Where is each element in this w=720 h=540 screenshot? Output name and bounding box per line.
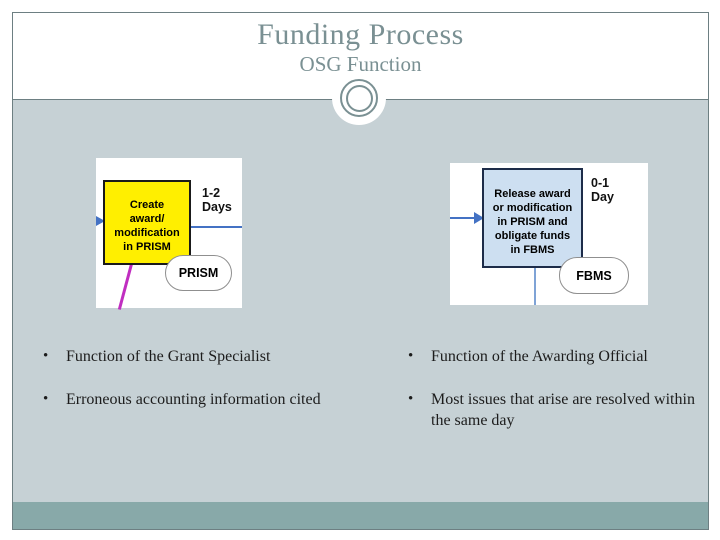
footer-band (13, 502, 708, 529)
slide-frame: Funding Process OSG Function Create awar… (12, 12, 709, 530)
bullet-icon: • (43, 348, 49, 364)
left-magenta-connector (117, 263, 133, 310)
list-item: • Erroneous accounting information cited (43, 389, 363, 410)
release-award-box-label: Release award or modification in PRISM a… (492, 188, 573, 256)
left-duration-label: 1-2 Days (202, 186, 232, 214)
list-item: • Function of the Awarding Official (408, 346, 708, 367)
bullet-text: Function of the Grant Specialist (66, 348, 271, 365)
page-title: Funding Process (257, 18, 464, 51)
prism-system-tag: PRISM (165, 255, 232, 291)
right-incoming-arrowhead-icon (474, 212, 484, 224)
right-down-connector-line (534, 267, 536, 305)
right-flow-figure: Release award or modification in PRISM a… (450, 163, 648, 305)
right-duration-label: 0-1 Day (591, 176, 614, 204)
right-bullet-list: • Function of the Awarding Official • Mo… (408, 346, 708, 453)
left-flow-line (191, 226, 242, 228)
create-award-box-label: Create award/ modification in PRISM (114, 199, 180, 253)
slide-header: Funding Process OSG Function (13, 13, 708, 99)
release-award-process-box: Release award or modification in PRISM a… (482, 168, 583, 268)
divider-ornament-inner-circle (345, 84, 373, 112)
bullet-text: Function of the Awarding Official (431, 348, 648, 365)
bullet-icon: • (43, 391, 49, 407)
left-bullet-list: • Function of the Grant Specialist • Err… (43, 346, 363, 432)
page-subtitle: OSG Function (299, 52, 422, 76)
bullet-text: Erroneous accounting information cited (66, 391, 321, 408)
bullet-text: Most issues that arise are resolved with… (431, 391, 695, 429)
left-flow-figure: Create award/ modification in PRISM 1-2 … (96, 158, 242, 310)
list-item: • Function of the Grant Specialist (43, 346, 363, 367)
bullet-icon: • (408, 348, 414, 364)
list-item: • Most issues that arise are resolved wi… (408, 389, 708, 431)
create-award-process-box: Create award/ modification in PRISM (103, 180, 191, 265)
divider-ornament-circle (340, 79, 378, 117)
fbms-system-tag: FBMS (559, 257, 629, 294)
left-incoming-arrowhead-icon (96, 216, 105, 226)
right-incoming-arrow-line (450, 217, 477, 219)
bullet-icon: • (408, 391, 414, 407)
